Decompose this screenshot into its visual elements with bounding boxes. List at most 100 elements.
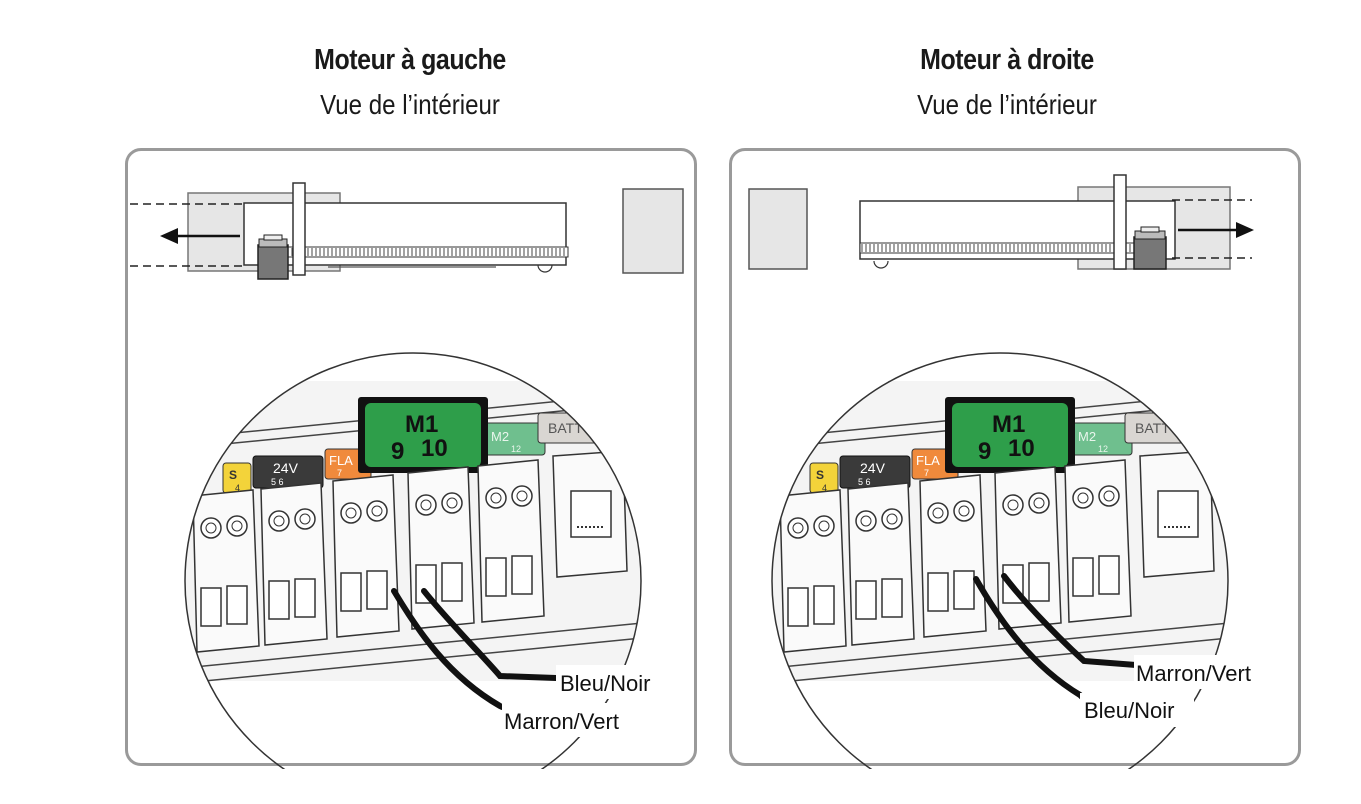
terminal-screw — [200, 517, 222, 539]
label-s-pin: 4 — [235, 483, 240, 493]
label-m2-pin: 12 — [511, 444, 521, 454]
terminal-slot — [268, 580, 290, 620]
rail-line — [185, 635, 641, 687]
terminal-screw — [511, 485, 533, 507]
rail-line — [185, 620, 641, 672]
terminal-slot — [366, 570, 388, 610]
terminal-screw-inner — [371, 505, 383, 517]
label-24v-pins: 5 6 — [271, 477, 284, 487]
terminal-slot — [226, 585, 248, 625]
label-flash-pin: 7 — [337, 468, 342, 478]
rail-line — [772, 635, 1228, 687]
terminal-slot — [813, 585, 835, 625]
terminal-screw-inner — [490, 492, 502, 504]
gate-icon — [748, 188, 808, 270]
wires: Marron/Vert Bleu/Noir — [973, 573, 1276, 727]
gate-top-view — [130, 182, 684, 280]
wire-label-upper: Bleu/Noir — [560, 671, 650, 696]
rj-socket — [570, 490, 612, 538]
terminal-slot — [1028, 562, 1050, 602]
terminal-screw-inner — [345, 507, 357, 519]
left-arrow-icon — [160, 228, 240, 244]
rj-socket — [1157, 490, 1199, 538]
wire-label-lower: Bleu/Noir — [1084, 698, 1174, 723]
terminal-screw — [441, 492, 463, 514]
label-batt-text: BATT — [1135, 420, 1170, 436]
terminal-slot — [415, 564, 437, 604]
terminal-screw-inner — [886, 513, 898, 525]
terminal-screw — [881, 508, 903, 530]
terminal-screw — [1028, 492, 1050, 514]
terminal-screw-inner — [231, 520, 243, 532]
label-s-text: S — [816, 468, 824, 482]
gate-top-view — [748, 174, 1254, 270]
label-s-pin: 4 — [822, 483, 827, 493]
terminal-screw-inner — [860, 515, 872, 527]
terminal-screw-inner — [420, 499, 432, 511]
terminal-screw-inner — [516, 490, 528, 502]
terminal-screw-inner — [299, 513, 311, 525]
terminal-slot — [953, 570, 975, 610]
panel-subtitle: Vue de l’intérieur — [917, 89, 1097, 120]
gate-post — [1113, 174, 1127, 270]
terminal-screw-inner — [1077, 492, 1089, 504]
m1-chip — [952, 403, 1068, 467]
panel-title: Moteur à droite — [920, 44, 1094, 76]
terminal-screw-inner — [1103, 490, 1115, 502]
terminal-screw-inner — [1007, 499, 1019, 511]
wires: Bleu/Noir Marron/Vert — [391, 588, 668, 737]
terminal-screw — [340, 502, 362, 524]
terminal-screw — [813, 515, 835, 537]
terminal-housing — [260, 482, 328, 646]
terminal-slot — [881, 578, 903, 618]
terminal-screw — [226, 515, 248, 537]
motor-icon — [1133, 226, 1167, 270]
wire-label-lower: Marron/Vert — [504, 709, 619, 734]
rail-line — [772, 620, 1228, 672]
terminal-screw — [927, 502, 949, 524]
terminal-housing — [192, 489, 260, 653]
m1-pin-9: 9 — [391, 438, 404, 465]
terminal-slot — [294, 578, 316, 618]
terminal-slot — [340, 572, 362, 612]
terminal-slot — [441, 562, 463, 602]
label-s-text: S — [229, 468, 237, 482]
panel-header-right: Moteur à droite Vue de l’intérieur — [797, 44, 1217, 121]
label-24v-text: 24V — [273, 460, 299, 476]
terminal-screw-inner — [792, 522, 804, 534]
panel-header-left: Moteur à gauche Vue de l’intérieur — [200, 44, 620, 121]
right-arrow-icon — [1178, 222, 1254, 238]
label-24v-text: 24V — [860, 460, 886, 476]
label-flash-text: FLA — [329, 453, 353, 468]
terminal-slot — [200, 587, 222, 627]
terminal-housing — [332, 474, 400, 638]
panel-title: Moteur à gauche — [314, 44, 506, 76]
terminal-screw — [1072, 487, 1094, 509]
gate-icon — [622, 188, 684, 274]
terminal-housing — [847, 482, 915, 646]
terminal-slot — [511, 555, 533, 595]
m1-pin-9: 9 — [978, 438, 991, 465]
terminal-slot — [927, 572, 949, 612]
terminal-slot — [485, 557, 507, 597]
m1-pin-10: 10 — [421, 435, 448, 462]
m1-label: M1 — [992, 411, 1025, 438]
label-m2-text: M2 — [491, 429, 509, 444]
label-flash-text: FLA — [916, 453, 940, 468]
terminal-screw-inner — [958, 505, 970, 517]
terminal-housing — [779, 489, 847, 653]
label-24v-pins: 5 6 — [858, 477, 871, 487]
label-m2-pin: 12 — [1098, 444, 1108, 454]
terminal-screw — [268, 510, 290, 532]
terminal-housing — [919, 474, 987, 638]
label-flash-pin: 7 — [924, 468, 929, 478]
terminal-housing — [477, 459, 545, 623]
terminal-screw-inner — [818, 520, 830, 532]
panel-subtitle: Vue de l’intérieur — [320, 89, 500, 120]
wire-label-upper: Marron/Vert — [1136, 661, 1251, 686]
